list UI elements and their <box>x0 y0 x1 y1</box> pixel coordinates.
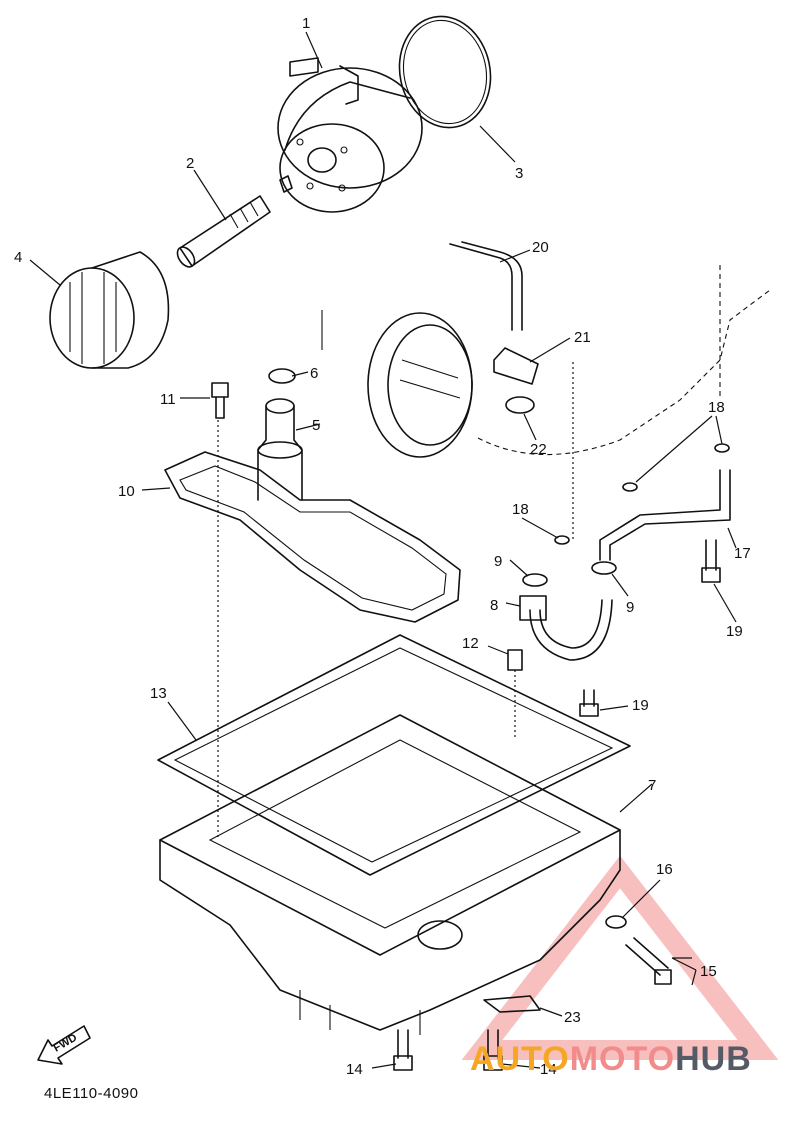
o-ring-large <box>398 15 492 129</box>
fwd-label: FWD <box>52 1032 80 1055</box>
callout-20: 20 <box>532 239 549 256</box>
callout-13: 13 <box>150 685 167 702</box>
fwd-arrow-icon: FWD <box>37 1025 91 1065</box>
callout-14b: 14 <box>540 1061 557 1078</box>
bolt-11 <box>211 382 229 419</box>
o-ring-18b <box>622 482 638 492</box>
callout-8: 8 <box>490 597 498 614</box>
o-ring-9a <box>522 573 548 587</box>
callout-12: 12 <box>462 635 479 652</box>
callout-22: 22 <box>530 441 547 458</box>
callout-6: 6 <box>310 365 318 382</box>
callout-14a: 14 <box>346 1061 363 1078</box>
callout-7: 7 <box>648 777 656 794</box>
oil-strainer-pipe <box>257 398 303 501</box>
callout-11: 11 <box>160 391 176 408</box>
drain-bolt <box>625 937 672 985</box>
callout-17: 17 <box>734 545 751 562</box>
callout-1: 1 <box>302 15 310 32</box>
oil-pipe-17 <box>599 469 721 561</box>
bolt-19a <box>701 539 721 583</box>
callout-5: 5 <box>312 417 320 434</box>
callout-10: 10 <box>118 483 135 500</box>
callout-3: 3 <box>515 165 523 182</box>
callout-16: 16 <box>656 861 673 878</box>
clip <box>505 396 535 414</box>
callout-15: 15 <box>700 963 717 980</box>
callout-23: 23 <box>564 1009 581 1026</box>
oil-pan-gasket <box>157 634 631 876</box>
oil-filter <box>49 251 170 369</box>
callout-9a: 9 <box>494 553 502 570</box>
watermark-moto: MOTO <box>569 1040 676 1078</box>
dowel-pin <box>507 649 523 671</box>
breather-hose <box>449 243 513 331</box>
callout-21: 21 <box>574 329 591 346</box>
callout-2: 2 <box>186 155 194 172</box>
callout-4: 4 <box>14 249 22 266</box>
callout-19b: 19 <box>632 697 649 714</box>
oil-pan <box>159 714 621 1035</box>
oil-pipe-8 <box>529 599 613 661</box>
union-bolt <box>176 195 271 268</box>
diagram-code: 4LE110-4090 <box>44 1085 139 1102</box>
bracket <box>483 995 541 1013</box>
gasket-washer <box>605 915 627 929</box>
o-ring-18a <box>554 535 570 545</box>
callout-18a: 18 <box>708 399 725 416</box>
watermark-hub: HUB <box>675 1040 752 1078</box>
crankcase-cover <box>367 312 473 458</box>
watermark-logo: AUTOMOTOHUB <box>470 1040 752 1079</box>
callout-18b: 18 <box>512 501 529 518</box>
o-ring-small <box>268 368 296 384</box>
watermark-auto: AUTO <box>470 1040 570 1078</box>
bolt-14a <box>393 1029 413 1071</box>
oil-cooler <box>277 57 423 213</box>
oil-baffle-plate <box>164 451 461 623</box>
watermark-triangle <box>461 855 779 1060</box>
bolt-14b <box>483 1029 503 1071</box>
o-ring-9b <box>591 561 617 575</box>
callout-19a: 19 <box>726 623 743 640</box>
bolt-19b <box>579 689 599 717</box>
hose-cover <box>493 347 539 385</box>
fitting <box>519 595 547 621</box>
leader-lines <box>29 31 737 1069</box>
callout-9b: 9 <box>626 599 634 616</box>
